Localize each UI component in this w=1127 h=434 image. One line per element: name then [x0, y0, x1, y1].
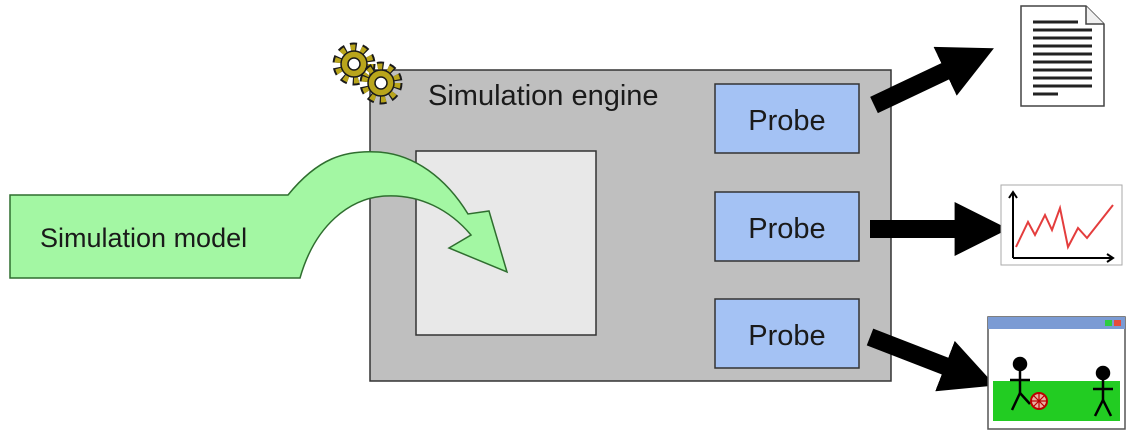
simulation-engine-title: Simulation engine: [428, 80, 659, 112]
probe-box-1: [714, 83, 860, 154]
probe-label: Probe: [748, 213, 825, 245]
probe-label: Probe: [748, 320, 825, 352]
probe-label: Probe: [748, 105, 825, 137]
simulation-model-callout: [9, 150, 509, 279]
model-slot: [415, 150, 597, 336]
visualization-window-icon: [987, 316, 1126, 430]
gears-icon: [332, 42, 403, 105]
probe-box-2: [714, 191, 860, 262]
probe-box-3: [714, 298, 860, 369]
line-chart-icon: [1000, 184, 1123, 266]
arrow-to-document: [870, 46, 994, 114]
simulation-model-label: Simulation model: [40, 223, 248, 253]
arrow-to-visualization: [866, 328, 996, 392]
document-icon: [1020, 5, 1105, 107]
